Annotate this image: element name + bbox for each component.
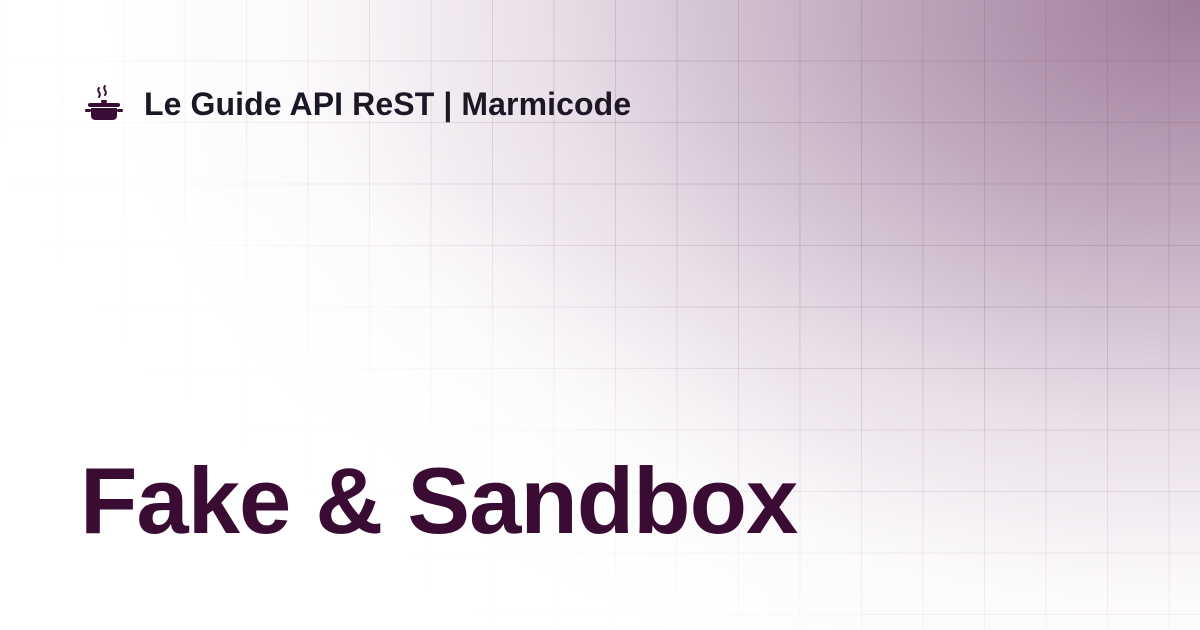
site-header: Le Guide API ReST | Marmicode <box>84 82 631 126</box>
cooking-pot-icon <box>85 85 123 120</box>
page-title: Fake & Sandbox <box>80 448 798 553</box>
site-title: Le Guide API ReST | Marmicode <box>144 86 632 122</box>
